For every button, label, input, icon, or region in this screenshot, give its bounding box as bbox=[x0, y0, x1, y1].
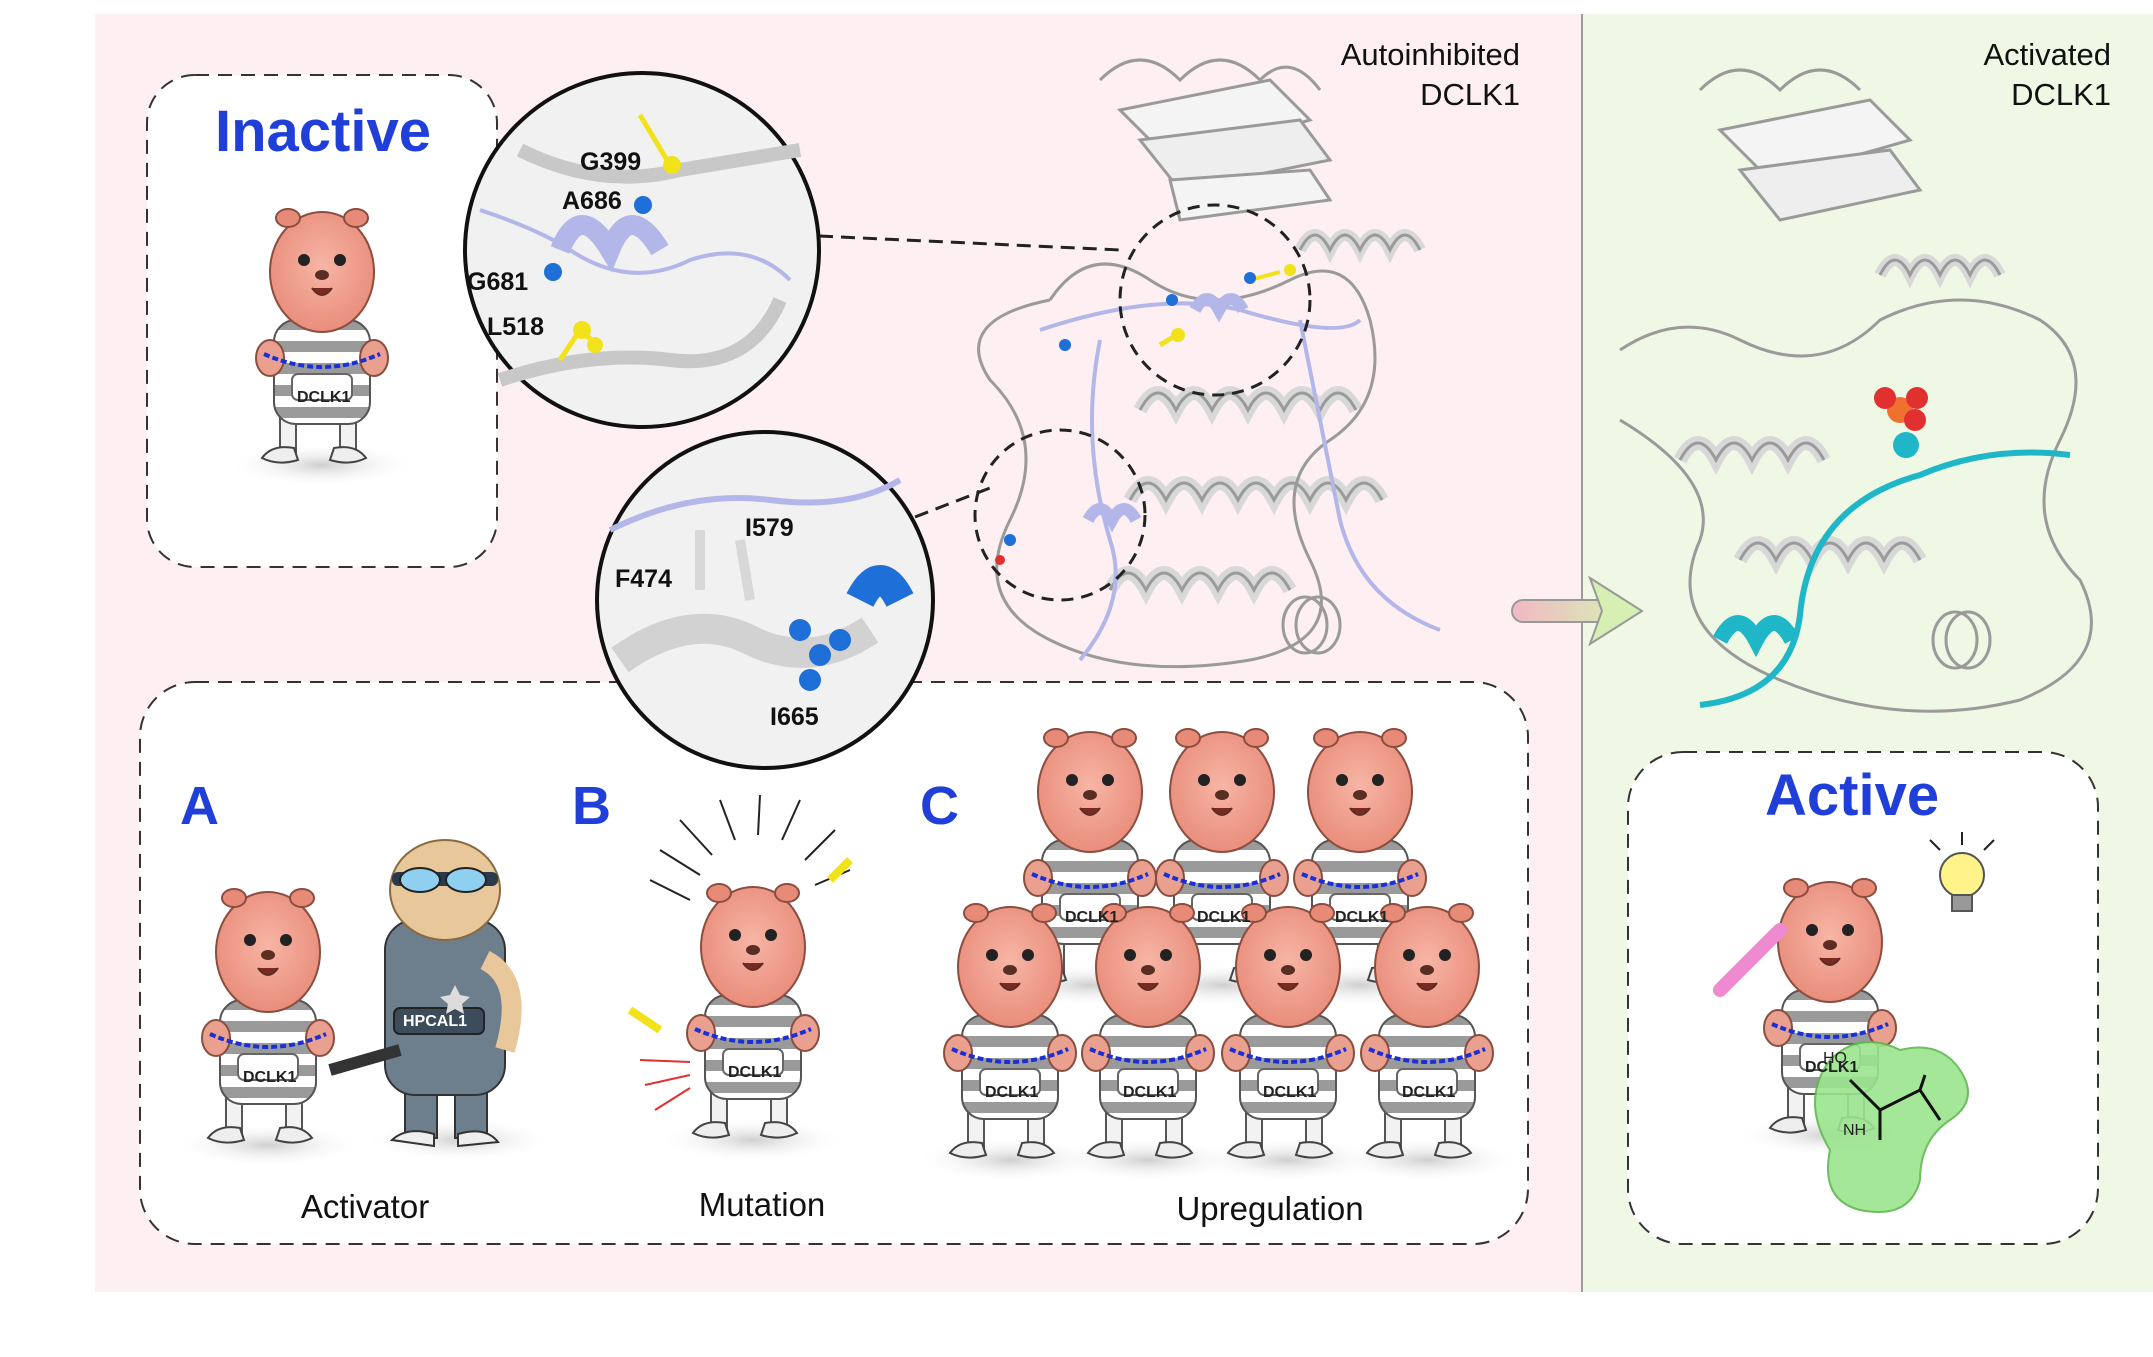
residue-i579: I579 bbox=[745, 514, 794, 542]
caption-upregulation: Upregulation bbox=[1176, 1190, 1364, 1227]
caption-activator: Activator bbox=[300, 1188, 430, 1225]
tag-dclk1-up-5: DCLK1 bbox=[1123, 1084, 1177, 1101]
residue-i665: I665 bbox=[770, 703, 819, 731]
activated-protein-structure bbox=[1619, 68, 2093, 713]
tag-dclk1-up-3: DCLK1 bbox=[1335, 909, 1389, 926]
residue-g399: G399 bbox=[580, 148, 642, 176]
mechanism-letter-a: A bbox=[180, 776, 219, 836]
tag-ho: HO bbox=[1823, 1050, 1847, 1067]
mechanism-letter-c: C bbox=[920, 776, 959, 836]
zoom-inset-upper bbox=[463, 71, 821, 429]
zoom-region-upper bbox=[1118, 203, 1312, 397]
activated-title: Activated DCLK1 bbox=[1983, 37, 2111, 112]
tag-nh: NH bbox=[1843, 1122, 1867, 1139]
tag-hpcal1: HPCAL1 bbox=[403, 1013, 468, 1030]
inactive-label: Inactive bbox=[215, 99, 431, 164]
tag-dclk1-inactive: DCLK1 bbox=[297, 389, 351, 406]
tag-dclk1-up-6: DCLK1 bbox=[1263, 1084, 1317, 1101]
mechanism-letter-b: B bbox=[572, 776, 611, 836]
residue-l518: L518 bbox=[487, 313, 544, 341]
activation-arrow bbox=[1511, 575, 1644, 647]
autoinhibited-title: Autoinhibited DCLK1 bbox=[1340, 37, 1520, 112]
leader-line-upper bbox=[796, 233, 1121, 252]
tag-dclk1-up-1: DCLK1 bbox=[1065, 909, 1119, 926]
autoinhibited-protein-structure bbox=[977, 58, 1441, 669]
residue-g681: G681 bbox=[467, 268, 529, 296]
tag-dclk1-mutation: DCLK1 bbox=[728, 1064, 782, 1081]
tag-dclk1-active: DCLK1 bbox=[1805, 1059, 1859, 1076]
active-label: Active bbox=[1765, 763, 1940, 828]
tag-dclk1-up-7: DCLK1 bbox=[1402, 1084, 1456, 1101]
residue-a686: A686 bbox=[562, 187, 622, 215]
active-props bbox=[1713, 832, 1995, 1213]
tag-dclk1-activator: DCLK1 bbox=[243, 1069, 297, 1086]
mutation-burst-lines bbox=[627, 794, 853, 1111]
zoom-region-lower bbox=[973, 428, 1147, 602]
tag-dclk1-up-4: DCLK1 bbox=[985, 1084, 1039, 1101]
hpcal1-character bbox=[328, 839, 555, 1162]
tag-dclk1-up-2: DCLK1 bbox=[1197, 909, 1251, 926]
residue-f474: F474 bbox=[615, 565, 672, 593]
leader-line-lower bbox=[914, 486, 991, 519]
caption-mutation: Mutation bbox=[698, 1186, 826, 1223]
zoom-inset-lower bbox=[595, 430, 935, 770]
